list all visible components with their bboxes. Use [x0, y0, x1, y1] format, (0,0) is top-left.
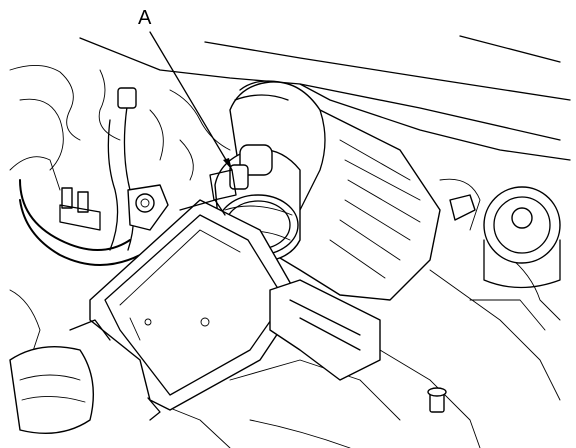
callout-arrowhead-a [223, 158, 232, 170]
stud-bolt [427, 387, 447, 413]
coolant-hose-left [19, 87, 141, 266]
callout-leader-a [149, 31, 233, 171]
callout-label-a: A [138, 7, 152, 29]
background-engine-bay [9, 35, 571, 448]
callout-a: A [138, 7, 233, 171]
outlet-hose [9, 279, 381, 435]
bracket-bolt [127, 184, 169, 231]
air-cleaner-housing [69, 199, 301, 421]
reservoir-cap [449, 186, 561, 289]
